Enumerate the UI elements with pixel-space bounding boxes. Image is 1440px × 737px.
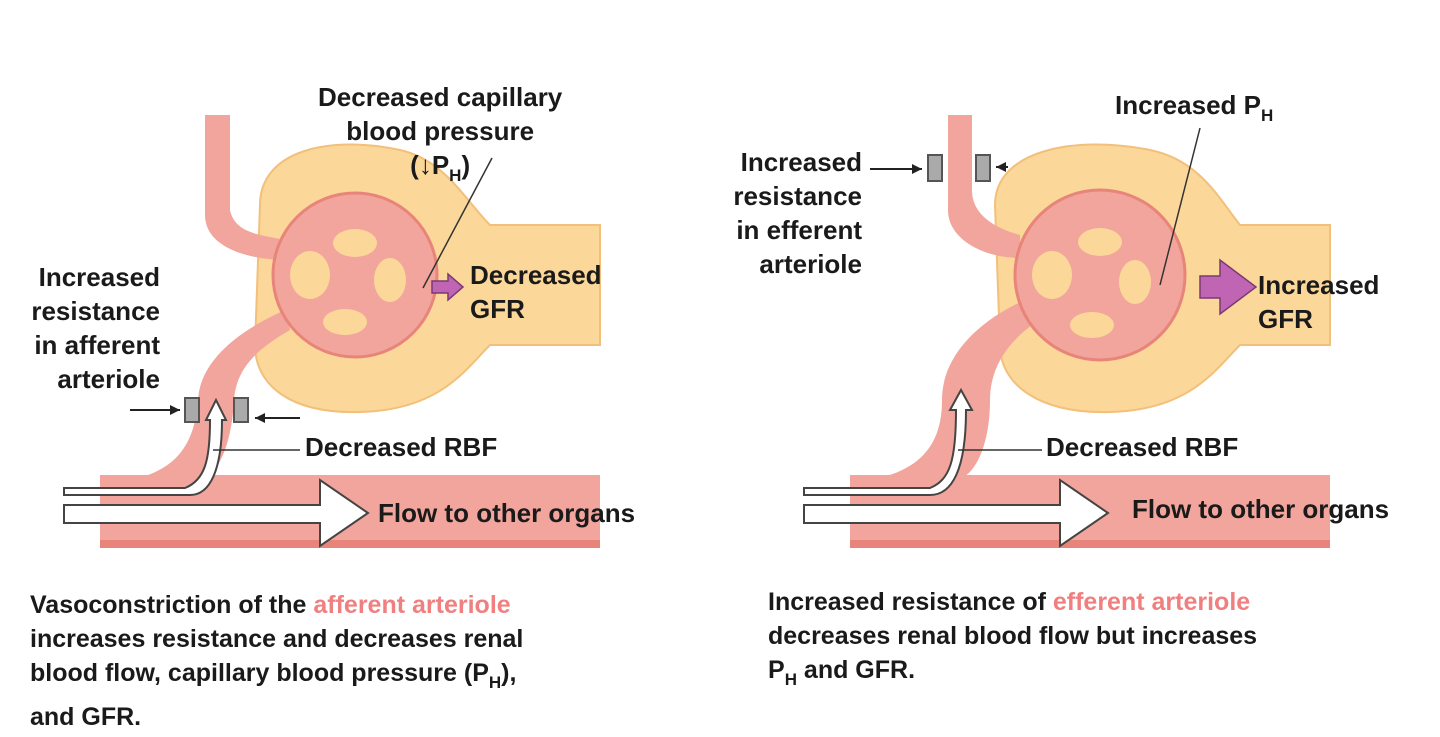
glomerulus (1013, 188, 1187, 362)
afferent-constriction-diagram (63, 115, 601, 548)
gfr-arrow (431, 272, 465, 302)
ph-symbol: (↓PH) (410, 150, 471, 185)
gfr-arrow (1199, 258, 1258, 316)
flow-label: Flow to other organs (1132, 494, 1390, 524)
afferent-arteriole (870, 300, 1032, 480)
efferent-arteriole (948, 115, 1020, 258)
constriction-clamp (870, 154, 1008, 182)
caption-highlight: efferent arteriole (1052, 588, 1251, 616)
flow-label: Flow to other organs (378, 498, 636, 528)
efferent-arteriole (205, 115, 285, 260)
efferent-constriction-diagram (803, 115, 1331, 548)
gfr-label: Increased GFR (1258, 270, 1380, 334)
afferent-arteriole (130, 310, 290, 480)
rbf-label: Decreased RBF (1046, 432, 1239, 462)
caption: Vasoconstriction of the afferent arterio… (30, 591, 524, 731)
flow-arrow-branch (63, 397, 228, 496)
constriction-clamp (130, 397, 300, 423)
flow-arrow-branch (803, 387, 974, 496)
flow-arrow-main (803, 478, 1110, 548)
gfr-label: Decreased GFR (470, 260, 602, 324)
flow-arrow-main (63, 478, 370, 548)
efferent-constriction-panel: Increased PH Increased resistance in eff… (720, 0, 1440, 737)
caption: Increased resistance of efferent arterio… (768, 588, 1258, 689)
capillary-pressure-label: Decreased capillary blood pressure (↓PH) (318, 80, 562, 193)
afferent-constriction-panel: Decreased capillary blood pressure (↓PH)… (30, 80, 636, 731)
rbf-label: Decreased RBF (305, 432, 498, 462)
caption-highlight: afferent arteriole (313, 591, 511, 619)
ph-label: Increased PH (1115, 90, 1274, 125)
resistance-label: Increased resistance in efferent arterio… (733, 147, 862, 279)
glomerulus (271, 191, 439, 359)
resistance-label: Increased resistance in afferent arterio… (31, 262, 160, 394)
